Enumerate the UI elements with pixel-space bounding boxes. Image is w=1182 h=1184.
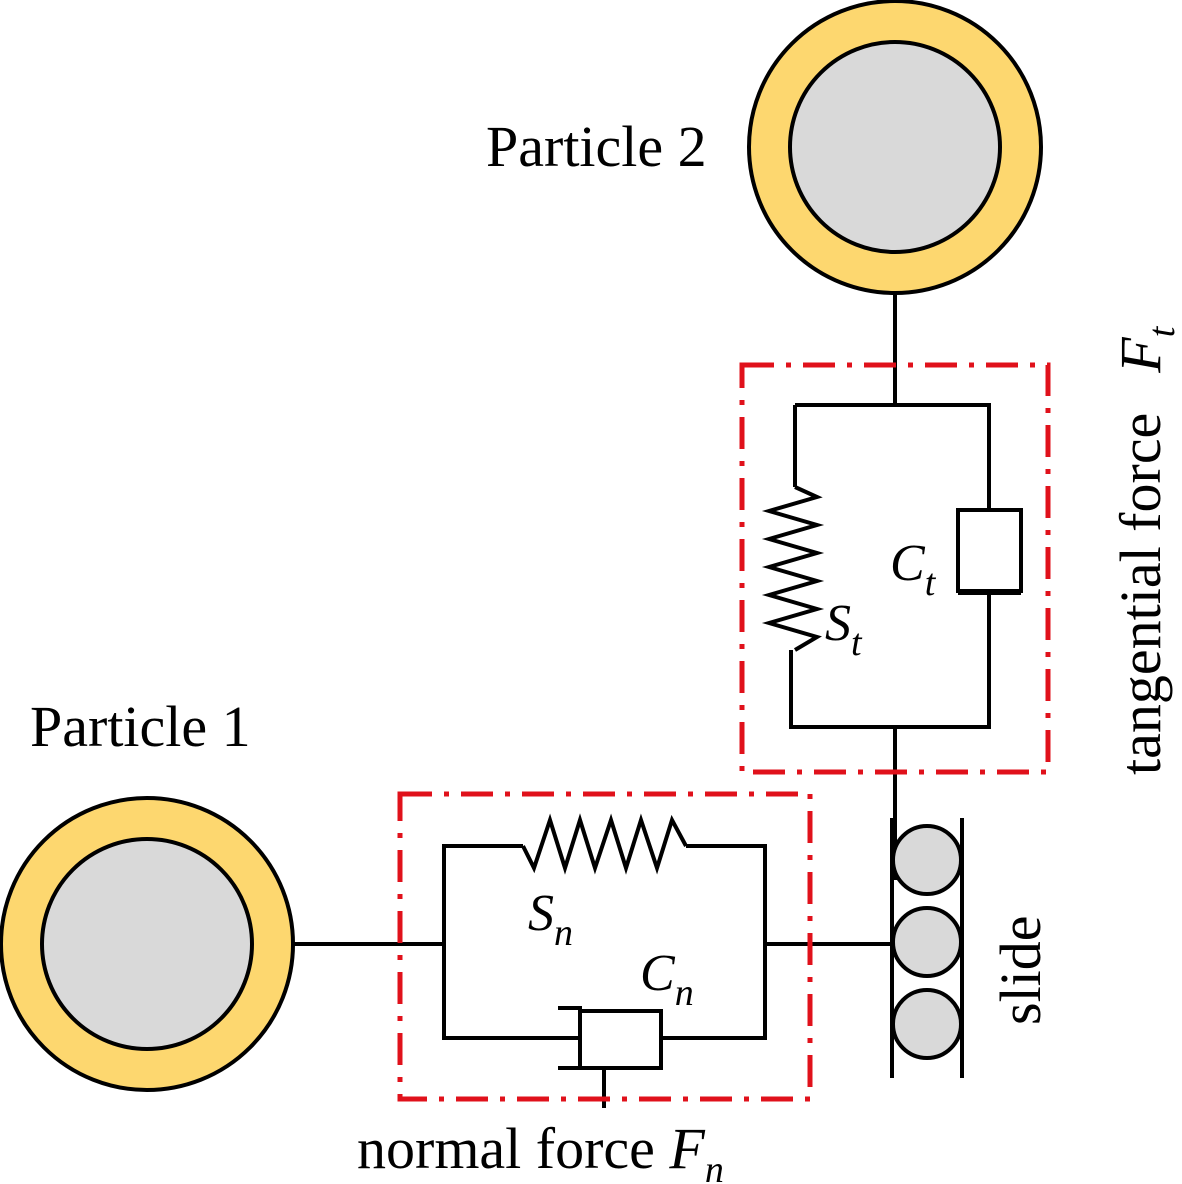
- particle-2: [747, 0, 1043, 295]
- tangential-force-label: tangential forceFt: [1108, 325, 1182, 775]
- slide-roller: [891, 988, 963, 1060]
- normal-element-wiring: [293, 813, 895, 1108]
- slide-roller: [891, 824, 963, 896]
- normal-spring-label: Sn: [528, 885, 573, 954]
- slide-roller: [891, 906, 963, 978]
- particle-2-core: [788, 40, 1002, 254]
- normal-damper-label: Cn: [640, 945, 694, 1014]
- normal-element-box: [397, 791, 813, 1102]
- slide-support: [890, 818, 964, 1078]
- normal-damper: [558, 1006, 663, 1108]
- tangential-spring-label: St: [825, 595, 863, 664]
- tangential-damper: [956, 508, 1023, 595]
- normal-parallel-frame: [442, 844, 767, 1040]
- tangential-element-wiring: [761, 293, 1023, 880]
- tangential-parallel-frame: [789, 403, 991, 880]
- particle-1: [0, 796, 295, 1092]
- tangential-spring: [761, 485, 825, 652]
- tangential-damper-label: Ct: [890, 535, 937, 604]
- particle-2-label: Particle 2: [486, 114, 707, 179]
- particle-1-label: Particle 1: [30, 694, 251, 759]
- slide-label: slide: [988, 915, 1053, 1025]
- tangential-element-box: [739, 362, 1051, 775]
- normal-spring: [521, 813, 688, 875]
- normal-force-label: normal force Fn: [357, 1116, 724, 1184]
- particle-1-core: [40, 837, 254, 1051]
